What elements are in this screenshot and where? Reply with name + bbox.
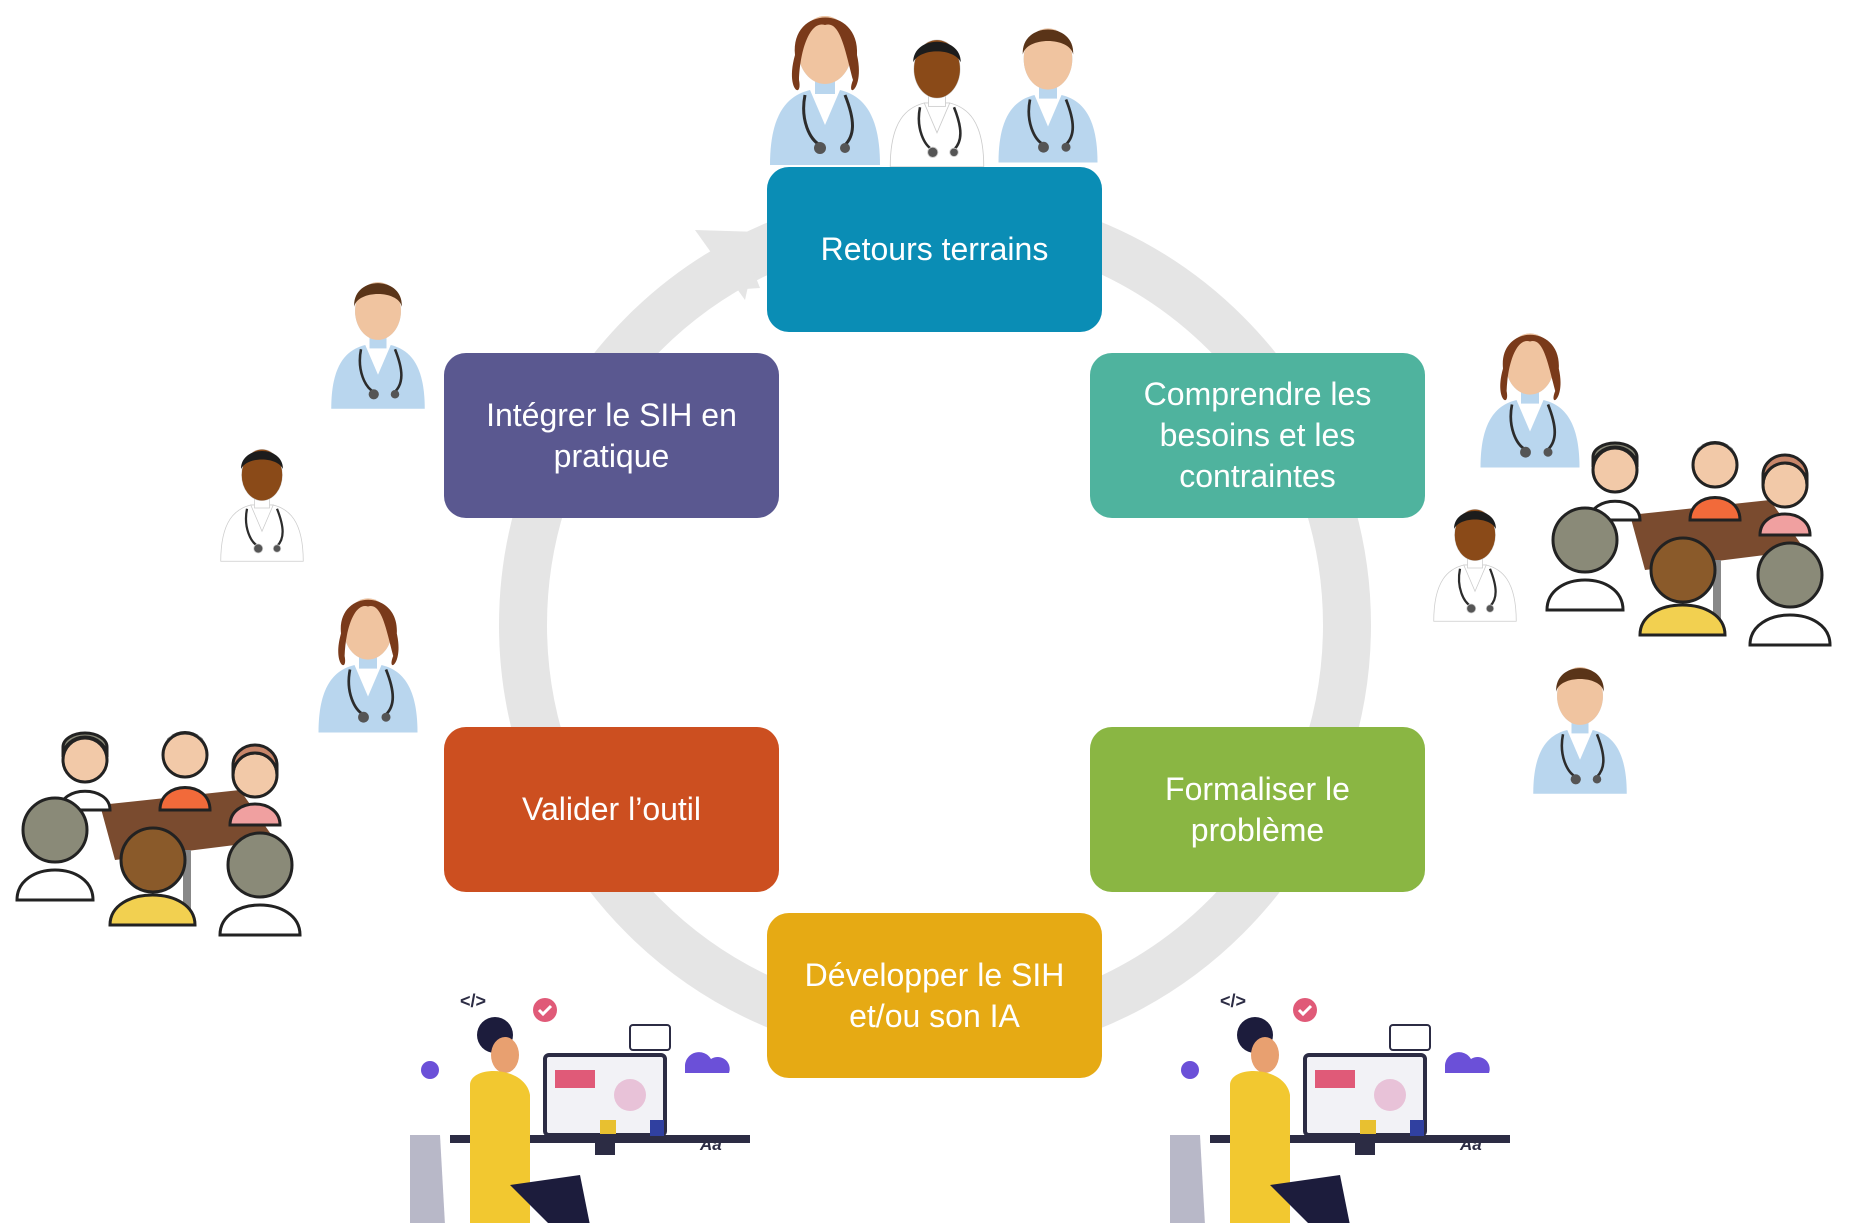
step-integrer-sih: Intégrer le SIH en pratique bbox=[444, 353, 779, 518]
doctor-icon bbox=[1531, 665, 1629, 796]
step-label: Formaliser le problème bbox=[1165, 770, 1350, 848]
step-label: Développer le SIH et/ou son IA bbox=[804, 956, 1065, 1034]
developer-workstation-icon: </> Aa bbox=[408, 991, 752, 1223]
doctor-icon bbox=[888, 38, 986, 169]
doctor-icon bbox=[317, 597, 419, 734]
meeting-table-icon bbox=[1545, 439, 1832, 647]
step-developper-sih: Développer le SIH et/ou son IA bbox=[767, 913, 1102, 1078]
step-label: Valider l’outil bbox=[521, 791, 702, 827]
step-valider-outil: Valider l’outil bbox=[444, 727, 779, 892]
step-retours-terrains: Retours terrains bbox=[767, 167, 1102, 332]
doctor-icon bbox=[1479, 332, 1581, 469]
step-label: Intégrer le SIH en pratique bbox=[486, 396, 737, 474]
font-tag-text: Aa bbox=[1459, 1135, 1482, 1154]
step-label: Retours terrains bbox=[820, 231, 1049, 267]
font-tag-text: Aa bbox=[699, 1135, 722, 1154]
code-tag-text: </> bbox=[460, 991, 486, 1011]
meeting-table-icon bbox=[15, 729, 302, 937]
step-formaliser-probleme: Formaliser le problème bbox=[1090, 727, 1425, 892]
doctor-icon bbox=[329, 280, 427, 411]
step-comprendre-besoins: Comprendre les besoins et les contrainte… bbox=[1090, 353, 1425, 518]
doctor-icon bbox=[997, 27, 1099, 164]
developer-workstation-icon: </> Aa bbox=[1168, 991, 1512, 1223]
doctor-icon bbox=[1432, 508, 1518, 623]
step-label: Comprendre les besoins et les contrainte… bbox=[1143, 376, 1372, 494]
doctor-icon bbox=[219, 448, 305, 563]
doctor-icon bbox=[768, 14, 882, 167]
code-tag-text: </> bbox=[1220, 991, 1246, 1011]
